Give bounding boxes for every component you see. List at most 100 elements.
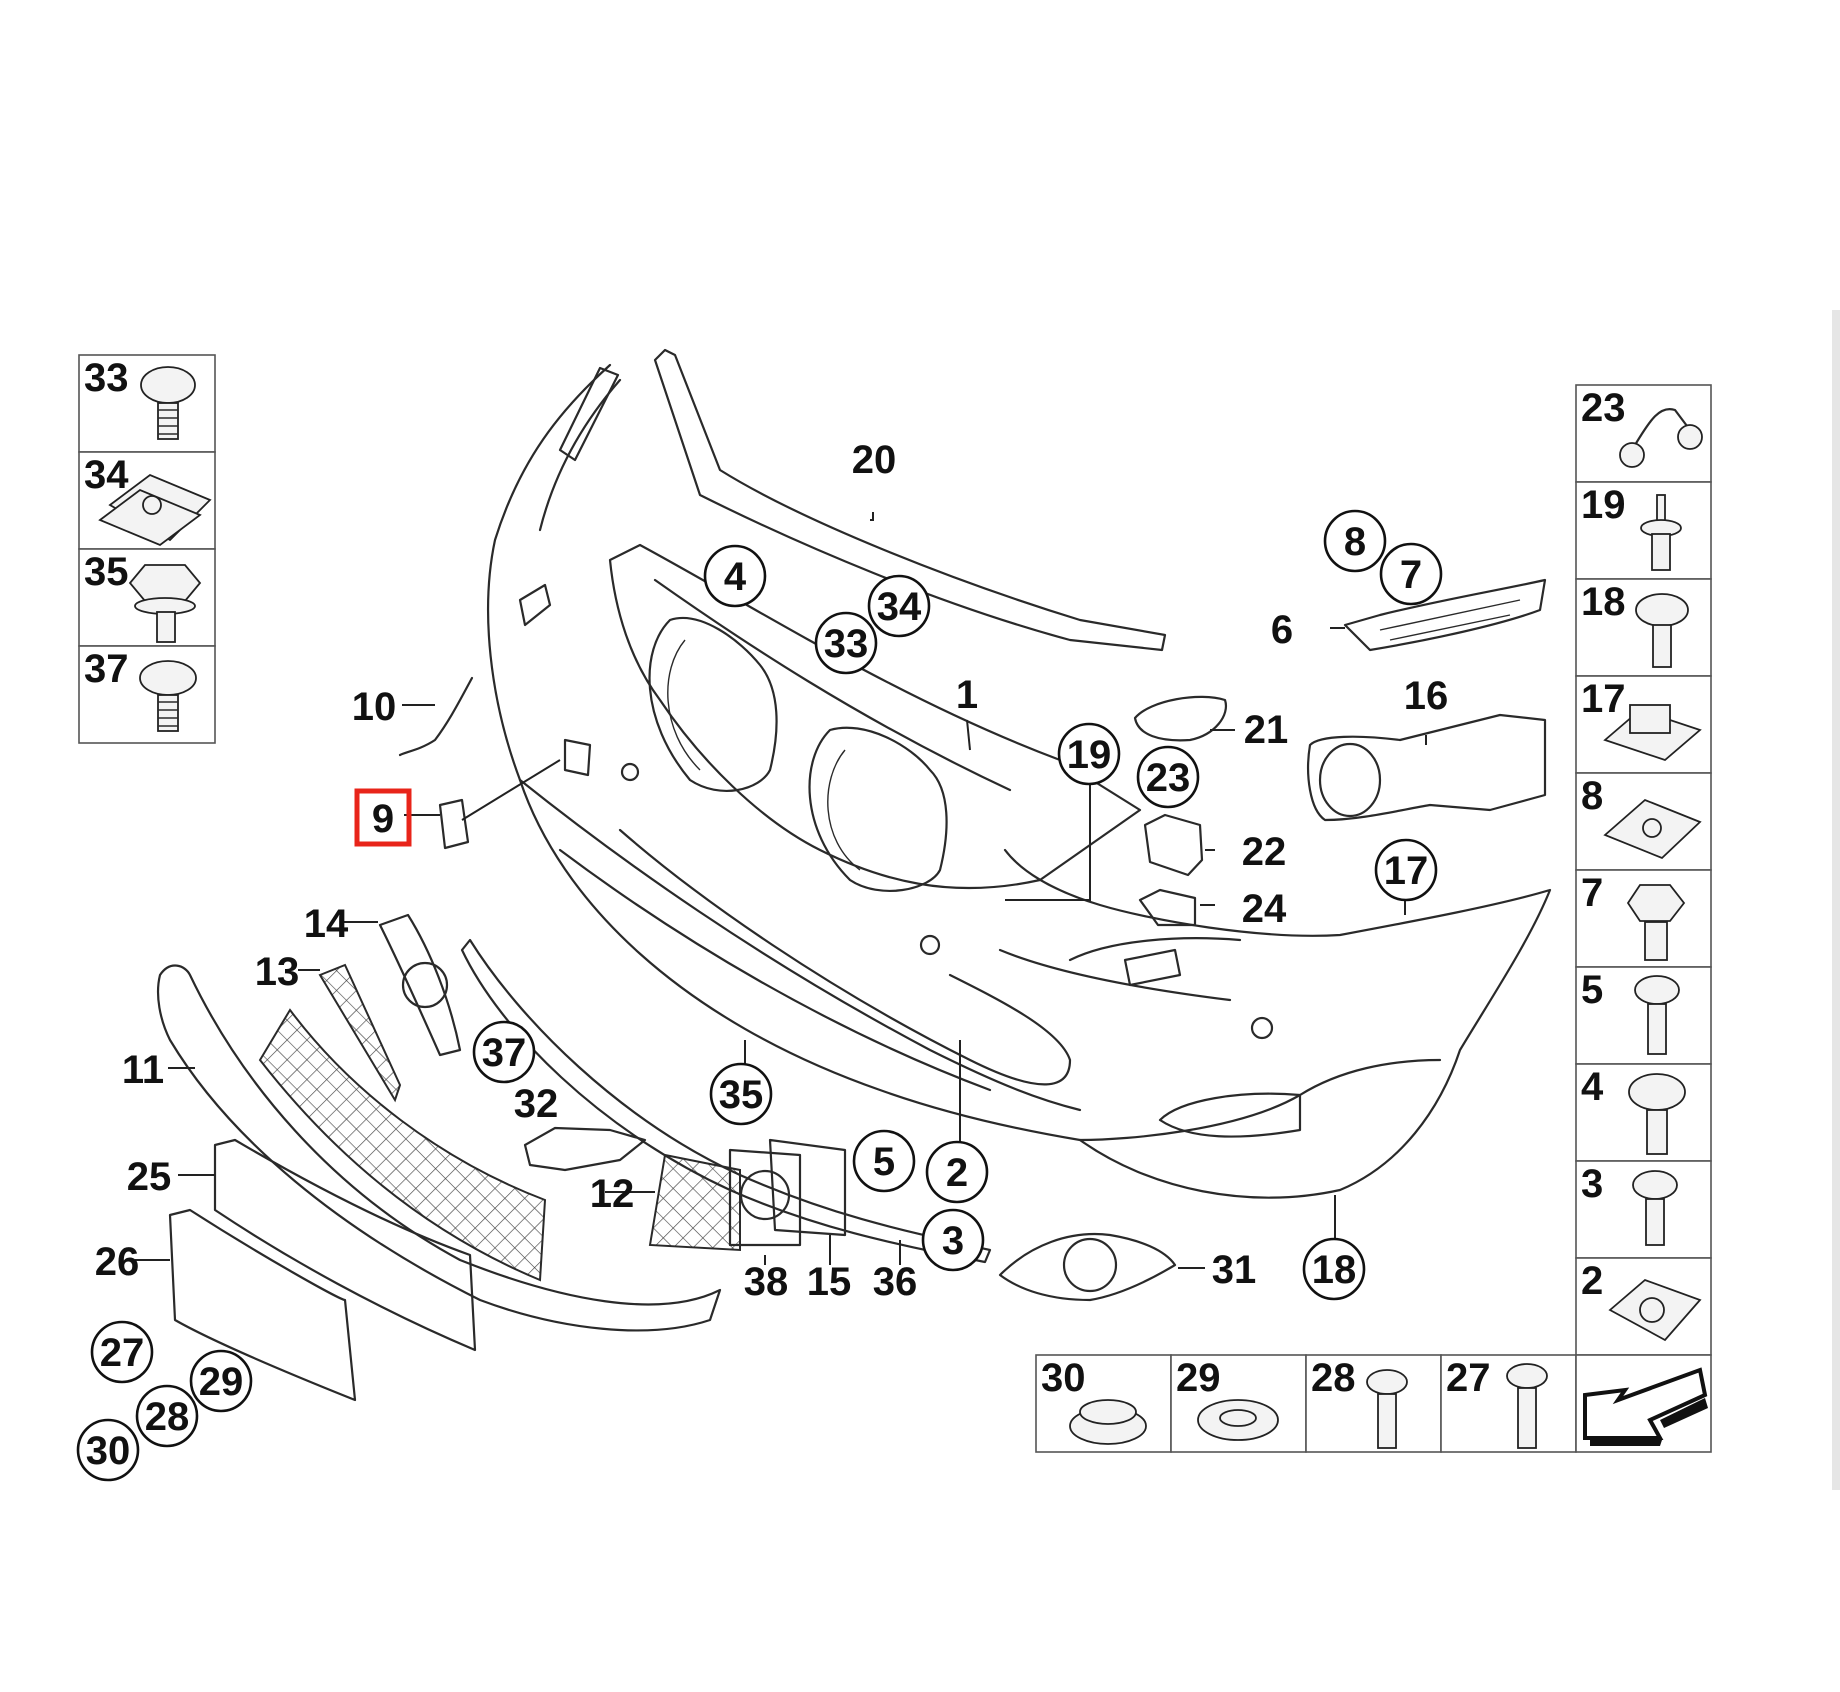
plate-bracket-25 bbox=[213, 1138, 477, 1352]
bracket-32 bbox=[523, 1126, 647, 1172]
label-12: 12 bbox=[590, 1172, 635, 1216]
bolt-7-icon bbox=[1626, 884, 1686, 961]
label-25: 25 bbox=[127, 1155, 172, 1199]
callout-28: 28 bbox=[145, 1395, 190, 1439]
cable-10 bbox=[398, 676, 474, 757]
clip-2-icon bbox=[1608, 1278, 1702, 1342]
right-panel-label-4: 4 bbox=[1581, 1065, 1604, 1109]
fog-trim-31 bbox=[998, 1233, 1177, 1302]
plain-callouts: 20 6 1 10 16 21 9 22 24 14 13 11 32 25 1… bbox=[95, 438, 1449, 1304]
screw-3-icon bbox=[1632, 1170, 1678, 1246]
callout-18: 18 bbox=[1312, 1248, 1357, 1292]
direction-arrow-icon bbox=[1583, 1367, 1708, 1446]
highlight-box bbox=[354, 788, 412, 847]
washer-29-icon bbox=[1197, 1399, 1279, 1441]
label-24: 24 bbox=[1242, 887, 1287, 931]
label-14: 14 bbox=[304, 902, 349, 946]
cover-15 bbox=[768, 1138, 847, 1237]
right-parts-panel: 23 19 18 17 8 7 5 4 3 2 bbox=[1575, 384, 1712, 1356]
callout-33: 33 bbox=[824, 622, 869, 666]
screw-27-icon bbox=[1506, 1363, 1548, 1449]
callout-35: 35 bbox=[719, 1073, 764, 1117]
right-panel-label-19: 19 bbox=[1581, 483, 1626, 527]
left-panel-label-34: 34 bbox=[84, 453, 129, 497]
callout-29: 29 bbox=[199, 1360, 244, 1404]
mesh-insert-12 bbox=[648, 1153, 741, 1252]
fog-surround-38 bbox=[728, 1148, 802, 1247]
callout-19: 19 bbox=[1067, 733, 1112, 777]
clip-nut-17-icon bbox=[1603, 704, 1702, 762]
callout-3: 3 bbox=[942, 1219, 964, 1263]
rivet-19-icon bbox=[1640, 494, 1682, 571]
right-panel-label-17: 17 bbox=[1581, 677, 1626, 721]
callout-23: 23 bbox=[1146, 756, 1191, 800]
bottom-panel-label-28: 28 bbox=[1311, 1356, 1356, 1400]
left-parts-panel: 33 34 35 37 bbox=[78, 354, 216, 744]
label-20: 20 bbox=[852, 438, 897, 482]
label-15: 15 bbox=[807, 1260, 852, 1304]
fog-surround-14 bbox=[378, 913, 462, 1057]
bottom-parts-panel: 30 29 28 27 bbox=[1035, 1354, 1712, 1453]
callout-2: 2 bbox=[946, 1151, 968, 1195]
screw-37-icon bbox=[139, 660, 197, 732]
washer-cover-21 bbox=[1133, 695, 1228, 742]
clip-nut-34-icon bbox=[98, 473, 212, 547]
left-panel-label-33: 33 bbox=[84, 356, 129, 400]
callout-34: 34 bbox=[877, 585, 922, 629]
right-panel-label-5: 5 bbox=[1581, 968, 1603, 1012]
label-9: 9 bbox=[372, 797, 394, 841]
label-32: 32 bbox=[514, 1082, 559, 1126]
callout-8: 8 bbox=[1344, 520, 1366, 564]
screw-33-icon bbox=[140, 366, 196, 440]
callout-17: 17 bbox=[1384, 849, 1429, 893]
screw-5-icon bbox=[1634, 975, 1680, 1055]
bottom-panel-label-29: 29 bbox=[1176, 1356, 1221, 1400]
right-panel-label-8: 8 bbox=[1581, 774, 1603, 818]
spring-23-icon bbox=[1619, 407, 1703, 468]
label-13: 13 bbox=[255, 950, 300, 994]
grommet-30-icon bbox=[1069, 1399, 1147, 1445]
right-panel-label-18: 18 bbox=[1581, 580, 1626, 624]
label-36: 36 bbox=[873, 1260, 918, 1304]
trim-strip-36 bbox=[460, 938, 992, 1264]
callout-5: 5 bbox=[873, 1140, 895, 1184]
label-10: 10 bbox=[352, 685, 397, 729]
holder-22 bbox=[1143, 813, 1204, 877]
upper-trim-strip-20 bbox=[653, 348, 1167, 652]
label-22: 22 bbox=[1242, 830, 1287, 874]
plate-26 bbox=[168, 1208, 357, 1402]
label-26: 26 bbox=[95, 1240, 140, 1284]
right-panel-label-2: 2 bbox=[1581, 1259, 1603, 1303]
clip-nut-8-icon bbox=[1603, 798, 1702, 860]
screw-28-icon bbox=[1366, 1369, 1408, 1449]
right-panel-label-23: 23 bbox=[1581, 386, 1626, 430]
right-panel-label-3: 3 bbox=[1581, 1162, 1603, 1206]
screw-4-icon bbox=[1628, 1073, 1686, 1155]
callout-27: 27 bbox=[100, 1331, 145, 1375]
page-edge-strip bbox=[1832, 310, 1840, 1490]
mesh-insert-13 bbox=[318, 963, 402, 1103]
holder-24 bbox=[1138, 888, 1197, 927]
callout-7: 7 bbox=[1400, 553, 1422, 597]
left-panel-label-35: 35 bbox=[84, 550, 129, 594]
cover-9 bbox=[438, 798, 470, 850]
callout-37: 37 bbox=[482, 1031, 527, 1075]
right-panel-label-7: 7 bbox=[1581, 871, 1603, 915]
air-duct-16 bbox=[1307, 713, 1547, 822]
callout-30: 30 bbox=[86, 1429, 131, 1473]
bottom-panel-label-30: 30 bbox=[1041, 1356, 1086, 1400]
left-panel-label-37: 37 bbox=[84, 647, 129, 691]
bolt-35-icon bbox=[128, 564, 202, 643]
bottom-panel-label-27: 27 bbox=[1446, 1356, 1491, 1400]
label-31: 31 bbox=[1212, 1248, 1257, 1292]
callout-4: 4 bbox=[724, 555, 747, 599]
circled-callouts: 8 7 4 34 33 19 23 17 37 35 5 2 3 18 27 2… bbox=[76, 509, 1443, 1482]
bumper-assembly-drawing bbox=[487, 363, 1552, 1199]
bracket-6 bbox=[1343, 578, 1547, 652]
label-6: 6 bbox=[1271, 608, 1293, 652]
screw-18-icon bbox=[1635, 593, 1689, 668]
label-1: 1 bbox=[956, 673, 978, 717]
label-21: 21 bbox=[1244, 708, 1289, 752]
label-38: 38 bbox=[744, 1260, 789, 1304]
